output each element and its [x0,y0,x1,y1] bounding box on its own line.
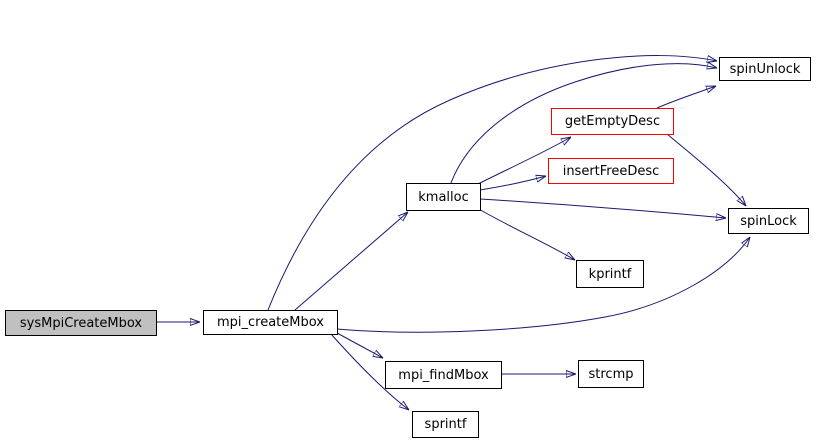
edge-getEmptyDesc-to-spinLock [666,133,746,206]
edge-kmalloc-to-spinUnlock [450,64,717,184]
edge-mpi_createMbox-to-sprintf [330,333,409,410]
node-kmalloc[interactable]: kmalloc [406,183,481,211]
edge-mpi_createMbox-to-kmalloc [294,212,408,311]
node-kprintf[interactable]: kprintf [576,260,644,288]
node-mpi_createMbox[interactable]: mpi_createMbox [203,310,338,335]
edge-mpi_createMbox-to-spinLock [336,237,750,333]
node-strcmp[interactable]: strcmp [578,360,644,388]
edge-mpi_createMbox-to-spinUnlock [267,56,717,311]
edge-kmalloc-to-getEmptyDesc [477,137,571,185]
node-sprintf[interactable]: sprintf [412,411,479,438]
edge-kmalloc-to-kprintf [476,207,575,260]
node-insertFreeDesc[interactable]: insertFreeDesc [548,158,674,184]
node-spinLock[interactable]: spinLock [728,208,809,234]
edge-mpi_createMbox-to-mpi_findMbox [336,332,383,358]
node-mpi_findMbox[interactable]: mpi_findMbox [385,361,502,389]
edge-getEmptyDesc-to-spinUnlock [656,86,716,109]
node-spinUnlock[interactable]: spinUnlock [719,57,811,81]
node-getEmptyDesc[interactable]: getEmptyDesc [551,108,674,135]
edge-kmalloc-to-spinLock [479,198,726,218]
node-sysMpiCreateMbox[interactable]: sysMpiCreateMbox [5,310,157,336]
edge-kmalloc-to-insertFreeDesc [479,176,546,191]
